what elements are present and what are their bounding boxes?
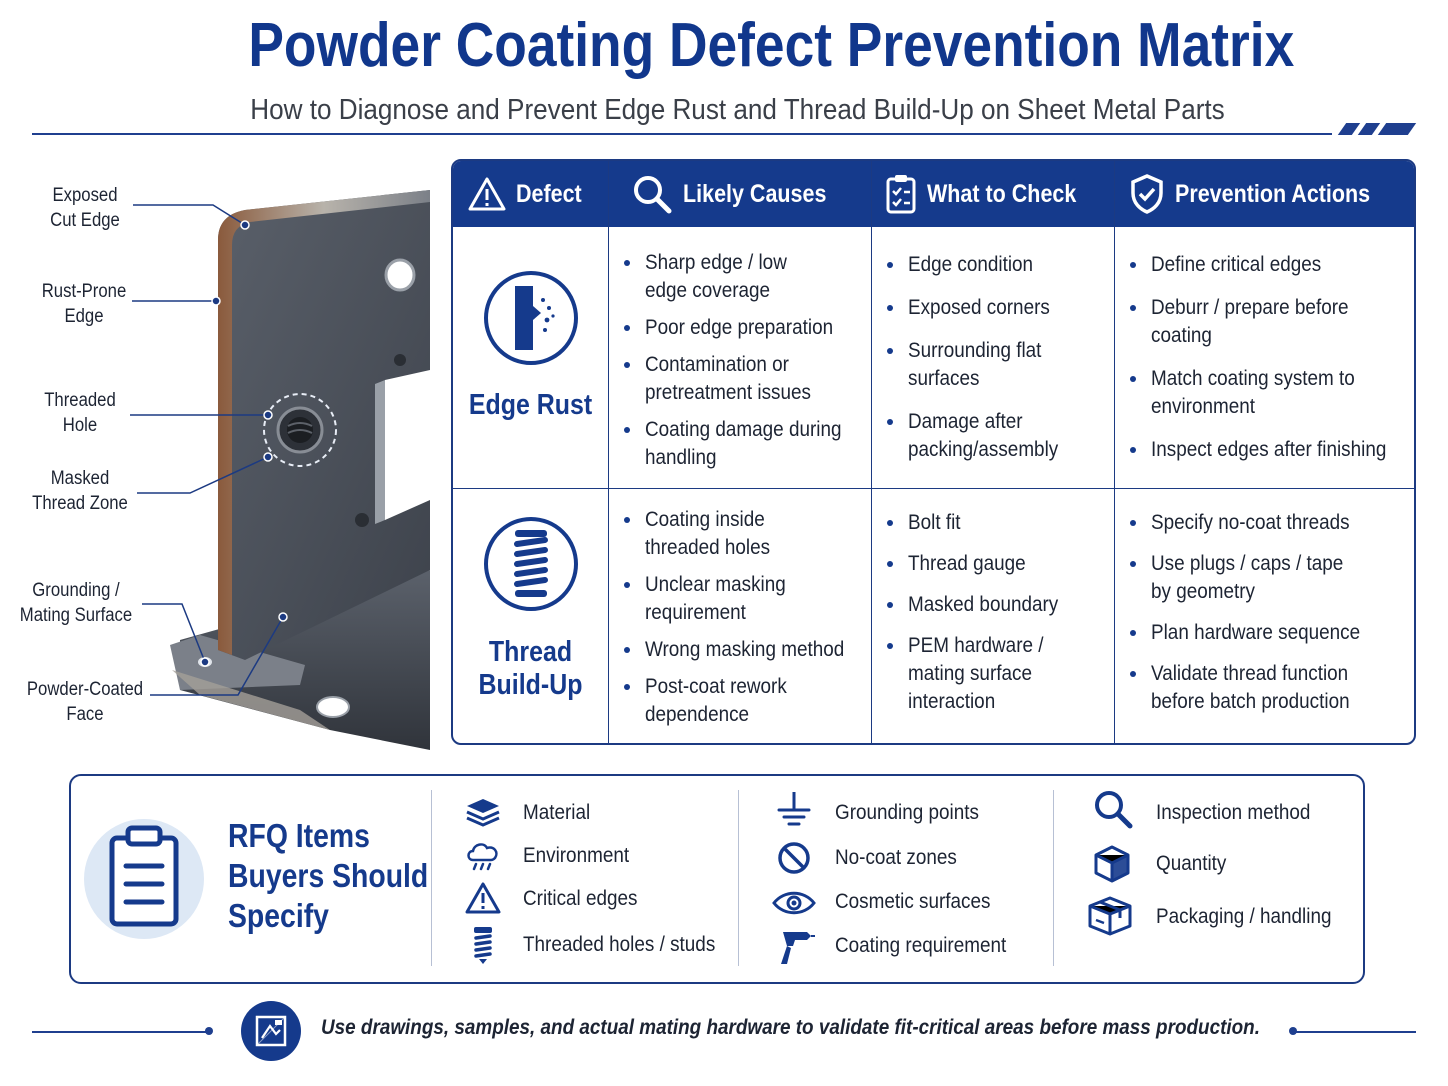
prevention-list: Specify no-coat threads Use plugs / caps… — [1129, 509, 1414, 725]
package-icon — [1088, 896, 1132, 936]
footer-dot — [205, 1027, 213, 1035]
matrix-divider — [608, 161, 609, 743]
page-title: Powder Coating Defect Prevention Matrix — [248, 11, 1295, 80]
list-item: Unclear masking requirement — [623, 571, 868, 627]
ground-icon — [777, 792, 811, 826]
page-subtitle: How to Diagnose and Prevent Edge Rust an… — [250, 94, 1225, 126]
list-item: Thread gauge — [886, 550, 1111, 578]
footer-note: Use drawings, samples, and actual mating… — [321, 1016, 1260, 1039]
header-prevention: Prevention Actions — [1115, 161, 1414, 227]
rfq-item: Threaded holes / studs — [523, 933, 716, 956]
list-item: PEM hardware / mating surface interactio… — [886, 632, 1111, 716]
eye-icon — [772, 891, 816, 915]
rfq-separator — [738, 790, 739, 966]
callout-grounding-surface: Grounding / Mating Surface — [19, 580, 133, 626]
list-item: Contamination or pretreatment issues — [623, 351, 868, 407]
callout-threaded-hole: Threaded Hole — [44, 390, 116, 436]
rfq-item: Coating requirement — [835, 934, 1007, 957]
list-item: Sharp edge / low edge coverage — [623, 249, 868, 305]
box-icon — [1094, 845, 1130, 883]
thread-buildup-icon — [484, 517, 578, 611]
header-causes: Likely Causes — [609, 161, 871, 227]
defect-name-edge-rust: Edge Rust — [468, 389, 593, 421]
header-defect: Defect — [453, 161, 608, 227]
rfq-item: Inspection method — [1156, 801, 1311, 824]
rfq-item: Cosmetic surfaces — [835, 890, 991, 913]
no-icon — [778, 842, 810, 874]
list-item: Damage after packing/assembly — [886, 408, 1111, 464]
prevention-list: Define critical edges Deburr / prepare b… — [1129, 251, 1414, 473]
edge-rust-icon — [484, 271, 578, 365]
list-item: Post-coat rework dependence — [623, 673, 868, 729]
rfq-item: No-coat zones — [835, 846, 957, 869]
rfq-item: Quantity — [1156, 852, 1227, 875]
bracket-illustration — [130, 190, 430, 750]
matrix-divider — [871, 161, 872, 743]
warning-icon — [465, 882, 501, 914]
list-item: Deburr / prepare before coating — [1129, 294, 1414, 350]
callout-powder-coated-face: Powder-Coated Face — [26, 679, 144, 725]
layers-icon — [466, 799, 500, 827]
rfq-item: Grounding points — [835, 801, 979, 824]
magnifier-icon — [633, 176, 672, 214]
warning-icon — [468, 177, 506, 211]
list-item: Exposed corners — [886, 294, 1111, 322]
screw-icon — [474, 927, 492, 964]
matrix-row-divider — [453, 488, 1414, 489]
rfq-title: RFQ Items Buyers Should Specify — [228, 817, 429, 934]
defect-matrix: Defect Likely Causes What to Check Preve… — [451, 159, 1416, 745]
list-item: Inspect edges after finishing — [1129, 436, 1414, 464]
checklist-icon — [886, 175, 916, 214]
header-check: What to Check — [872, 161, 1114, 227]
causes-list: Sharp edge / low edge coverage Poor edge… — [623, 249, 868, 481]
clipboard-icon — [84, 819, 204, 939]
list-item: Poor edge preparation — [623, 314, 868, 342]
list-item: Use plugs / caps / tape by geometry — [1129, 550, 1414, 606]
check-list: Edge condition Exposed corners Surroundi… — [886, 251, 1111, 473]
rfq-separator — [431, 790, 432, 966]
magnifier-icon — [1095, 791, 1133, 829]
list-item: Masked boundary — [886, 591, 1111, 619]
callout-rust-prone-edge: Rust-Prone Edge — [41, 281, 127, 327]
list-item: Wrong masking method — [623, 636, 868, 664]
list-item: Coating inside threaded holes — [623, 506, 868, 562]
defect-name-thread-buildup: Thread Build-Up — [478, 636, 583, 701]
callout-exposed-cut-edge: Exposed Cut Edge — [50, 185, 120, 231]
list-item: Specify no-coat threads — [1129, 509, 1414, 537]
footer-rule — [1293, 1031, 1416, 1033]
rfq-item: Critical edges — [523, 887, 638, 910]
matrix-header — [453, 161, 1414, 227]
list-item: Plan hardware sequence — [1129, 619, 1414, 647]
causes-list: Coating inside threaded holes Unclear ma… — [623, 506, 868, 738]
header-rule — [32, 133, 1332, 135]
list-item: Validate thread function before batch pr… — [1129, 660, 1414, 716]
list-item: Surrounding flat surfaces — [886, 337, 1111, 393]
rfq-item: Packaging / handling — [1156, 905, 1332, 928]
rfq-item: Material — [523, 801, 591, 824]
drawing-icon — [241, 1001, 301, 1061]
list-item: Coating damage during handling — [623, 416, 868, 472]
footer-rule — [32, 1031, 208, 1033]
rfq-item: Environment — [523, 844, 630, 867]
matrix-divider — [1114, 161, 1115, 743]
rfq-separator — [1053, 790, 1054, 966]
shield-check-icon — [1131, 174, 1163, 214]
list-item: Match coating system to environment — [1129, 365, 1414, 421]
cloud-rain-icon — [467, 843, 498, 871]
list-item: Bolt fit — [886, 509, 1111, 537]
check-list: Bolt fit Thread gauge Masked boundary PE… — [886, 509, 1111, 725]
list-item: Edge condition — [886, 251, 1111, 279]
callout-masked-thread-zone: Masked Thread Zone — [32, 468, 128, 514]
spray-gun-icon — [781, 932, 815, 964]
header-stripe — [1377, 123, 1417, 135]
list-item: Define critical edges — [1129, 251, 1414, 279]
rfq-panel — [69, 774, 1365, 984]
